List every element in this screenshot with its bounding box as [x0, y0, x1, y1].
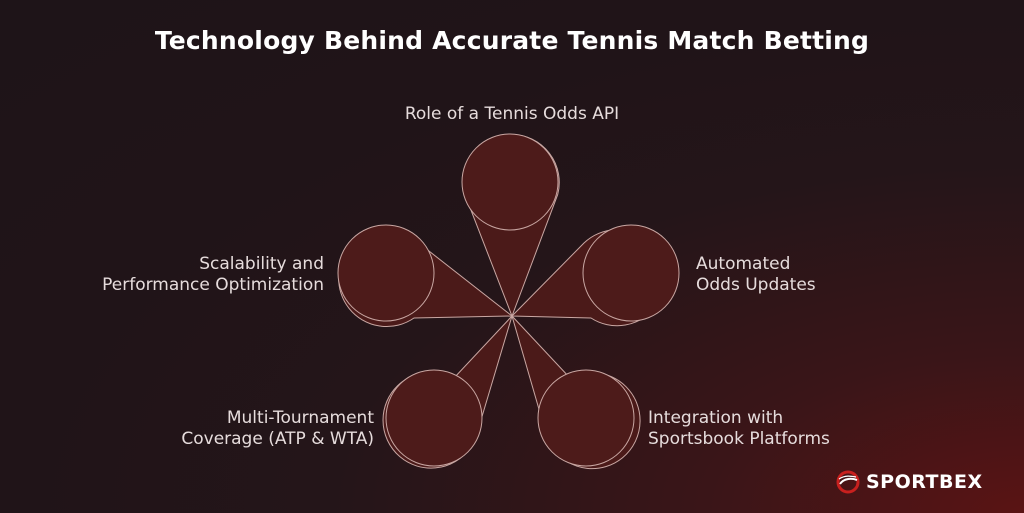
brand-logo: SPORTBEX — [836, 470, 983, 494]
item-label-left: Scalability and Performance Optimization — [102, 254, 324, 295]
item-label-top: Role of a Tennis Odds API — [404, 104, 620, 124]
petal-left — [337, 224, 514, 328]
item-label-bottom-left: Multi-Tournament Coverage (ATP & WTA) — [181, 408, 374, 449]
brand-name: SPORTBEX — [866, 471, 983, 493]
item-label-bottom-right: Integration with Sportsbook Platforms — [648, 408, 830, 449]
petal-bottom-left — [382, 315, 513, 469]
petal-right — [510, 224, 680, 327]
petal-bottom-right — [511, 315, 641, 470]
petal-top — [461, 133, 560, 318]
item-label-right: Automated Odds Updates — [696, 254, 816, 295]
page-title: Technology Behind Accurate Tennis Match … — [154, 26, 870, 55]
sportbex-logo-icon — [836, 470, 860, 494]
